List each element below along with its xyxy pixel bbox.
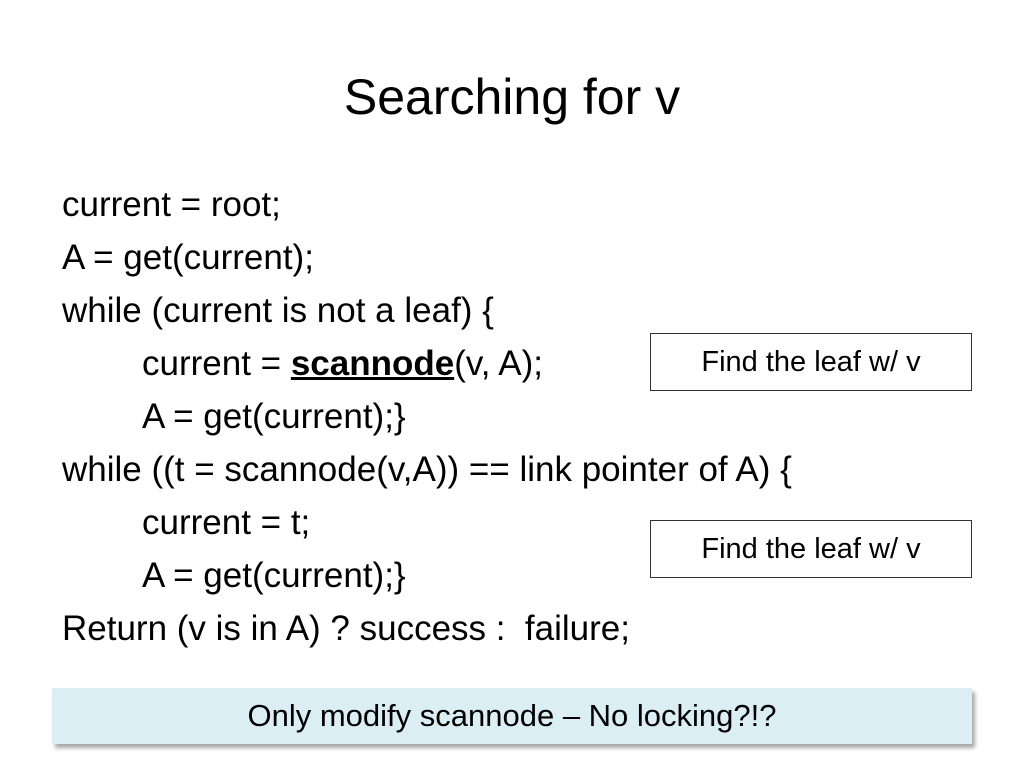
- code-line: current = root;: [62, 185, 281, 224]
- code-text: (v, A);: [454, 344, 544, 383]
- summary-banner: Only modify scannode – No locking?!?: [52, 688, 972, 744]
- code-line: A = get(current);}: [142, 556, 406, 595]
- callout-box-second: Find the leaf w/ v: [650, 520, 972, 578]
- code-line: current = scannode(v, A);: [62, 337, 792, 390]
- code-line: while (current is not a leaf) {: [62, 291, 494, 330]
- code-line: current = t;: [142, 503, 311, 542]
- code-line: Return (v is in A) ? success : failure;: [62, 609, 630, 648]
- code-block: current = root; A = get(current); while …: [62, 178, 792, 655]
- callout-box-first: Find the leaf w/ v: [650, 333, 972, 391]
- slide-title: Searching for v: [343, 69, 681, 125]
- code-line: A = get(current);: [62, 238, 314, 277]
- code-line: A = get(current);}: [142, 397, 406, 436]
- code-text: current =: [142, 344, 291, 383]
- scannode-keyword: scannode: [290, 344, 455, 383]
- code-line: while ((t = scannode(v,A)) == link point…: [62, 450, 792, 489]
